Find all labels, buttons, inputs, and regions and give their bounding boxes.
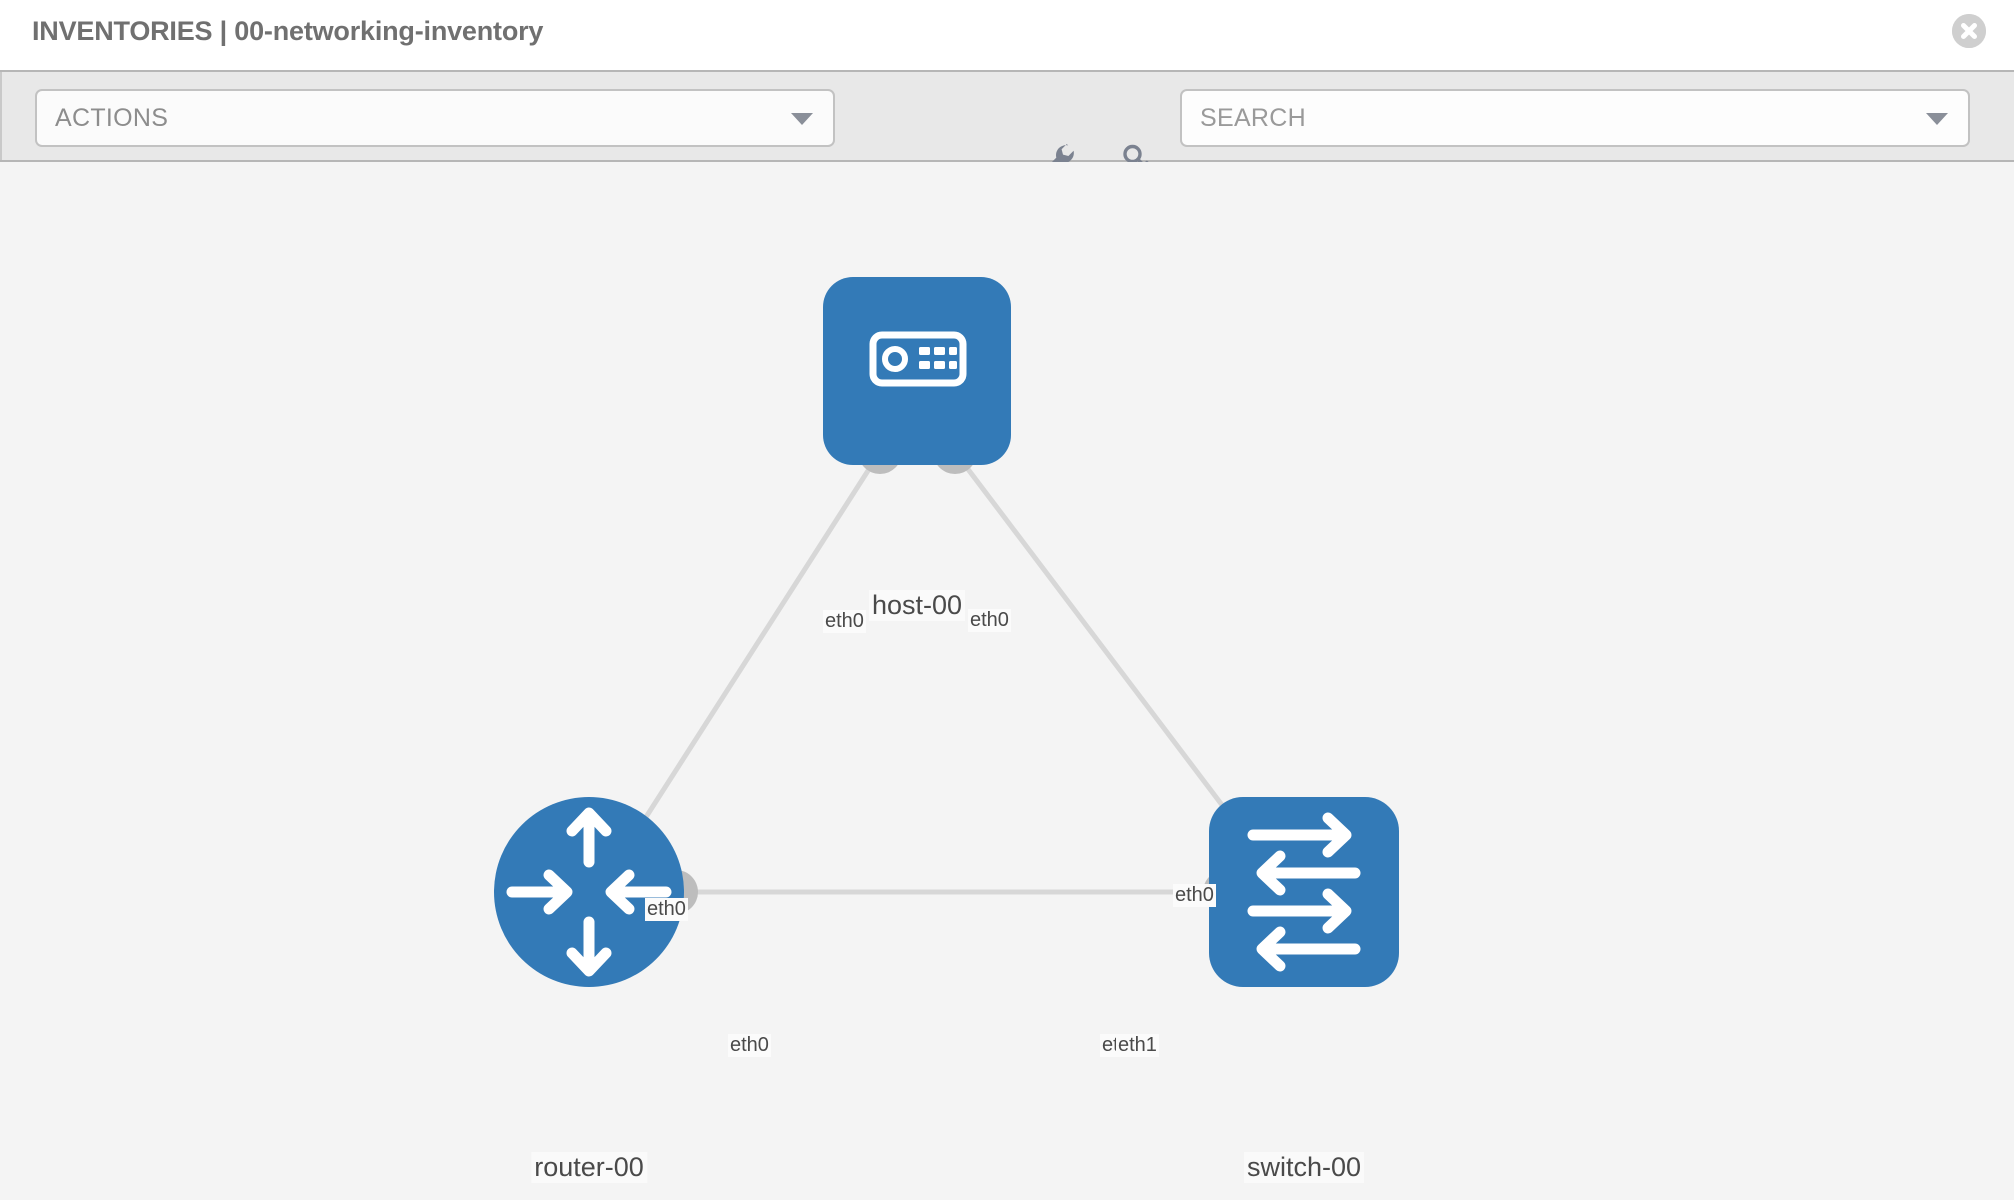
search-input[interactable] xyxy=(1200,91,1890,145)
search-field[interactable] xyxy=(1180,89,1970,147)
iface-label-host-left: eth0 xyxy=(823,610,866,633)
actions-dropdown-label: ACTIONS xyxy=(55,104,169,132)
switch-arrows-icon xyxy=(1247,812,1361,972)
iface-label-router-right: eth0 xyxy=(728,1034,771,1057)
iface-label-switch-left-eth1: eth1 xyxy=(1116,1034,1159,1057)
node-router-00[interactable] xyxy=(494,797,684,987)
link-group xyxy=(627,449,1253,895)
page-title: INVENTORIES | 00-networking-inventory xyxy=(32,16,544,46)
topology-canvas[interactable]: host-00 router-00 switch-00 eth0 eth0 et… xyxy=(0,162,2014,1200)
node-label-host-00: host-00 xyxy=(868,590,966,621)
topology-toolbar: ACTIONS xyxy=(0,70,2014,175)
router-arrows-icon xyxy=(506,807,672,977)
actions-dropdown[interactable]: ACTIONS xyxy=(35,89,835,147)
iface-label-host-right: eth0 xyxy=(968,609,1011,632)
close-icon[interactable] xyxy=(1952,14,1986,48)
handle-group xyxy=(654,430,1267,914)
server-icon xyxy=(869,331,967,387)
link-host-switch xyxy=(952,449,1253,845)
node-label-switch-00: switch-00 xyxy=(1243,1152,1365,1183)
chevron-down-icon[interactable] xyxy=(1926,113,1948,125)
page-header: INVENTORIES | 00-networking-inventory xyxy=(0,0,2014,70)
topology-graph xyxy=(494,277,1399,987)
link-host-router xyxy=(627,449,883,845)
iface-label-router-up: eth0 xyxy=(645,898,688,921)
iface-label-switch-up: eth0 xyxy=(1173,884,1216,907)
node-switch-00[interactable] xyxy=(1209,797,1399,987)
node-host-00[interactable] xyxy=(823,277,1011,465)
node-label-router-00: router-00 xyxy=(531,1152,647,1183)
chevron-down-icon xyxy=(791,113,813,125)
